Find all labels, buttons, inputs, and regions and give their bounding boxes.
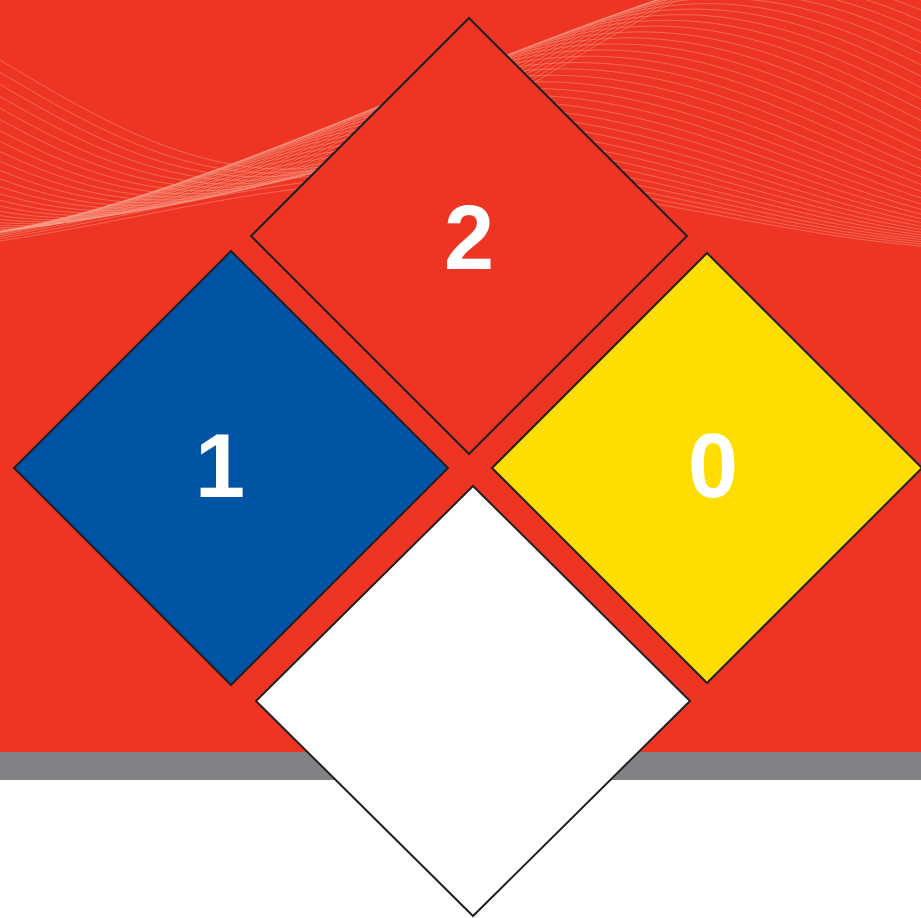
diamond-shape <box>14 251 448 685</box>
diamond-shape <box>492 253 921 683</box>
hazard-rating: 1 <box>195 421 245 511</box>
health-diamond: 1 <box>13 250 449 686</box>
hazard-rating: 2 <box>444 193 494 283</box>
instability-diamond: 0 <box>491 252 921 684</box>
hazard-rating: 0 <box>688 421 738 511</box>
